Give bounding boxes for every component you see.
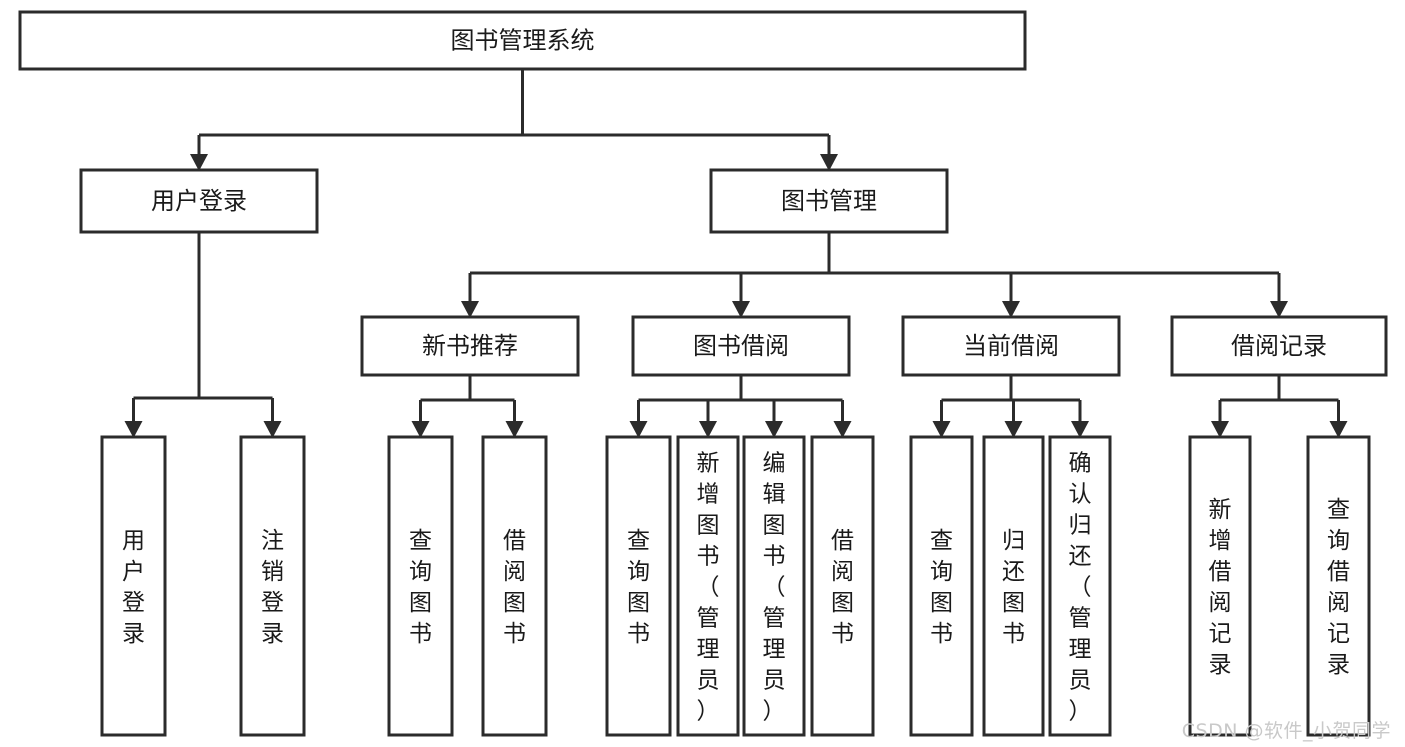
node-label: 注销登录 [261,528,284,647]
arrow-head-icon [1211,421,1229,438]
node-label: 图书管理系统 [451,27,595,55]
arrow-head-icon [1071,421,1089,438]
arrow-head-icon [699,421,717,438]
connector-edges [124,69,1348,438]
arrow-head-icon [1270,301,1288,318]
node-leaf-borrow-book-rec[interactable]: 借阅图书 [481,435,548,737]
node-leaf-confirm-return-admin[interactable]: 确认归还（管理员） [1048,435,1112,737]
node-box [1188,435,1252,737]
node-box [605,435,672,737]
node-label: 图书借阅 [693,332,789,360]
node-box [100,435,167,737]
arrow-head-icon [263,421,282,438]
node-label: 新书推荐 [422,332,518,360]
node-root[interactable]: 图书管理系统 [18,10,1027,71]
node-label: 借阅记录 [1231,332,1327,360]
node-leaf-add-book-admin[interactable]: 新增图书（管理员） [676,435,740,737]
arrow-head-icon [461,301,479,318]
node-user-login[interactable]: 用户登录 [79,168,319,234]
node-label: 图书管理 [781,187,877,215]
node-box [481,435,548,737]
node-leaf-query-book-current[interactable]: 查询图书 [909,435,974,737]
node-box [1048,435,1112,737]
node-leaf-edit-book-admin[interactable]: 编辑图书（管理员） [742,435,806,737]
node-book-manage[interactable]: 图书管理 [709,168,949,234]
node-label: 新增借阅记录 [1209,497,1232,678]
node-label: 用户登录 [122,528,145,647]
node-box [18,10,1027,71]
node-leaf-user-logout[interactable]: 注销登录 [239,435,306,737]
node-box [79,168,319,234]
arrow-head-icon [765,421,783,438]
node-label: 查询图书 [930,528,953,647]
node-label: 归还图书 [1002,528,1025,647]
arrow-head-icon [1002,301,1020,318]
node-leaf-query-book-rec[interactable]: 查询图书 [387,435,454,737]
node-label: 用户登录 [151,187,247,215]
arrow-head-icon [411,421,430,438]
node-box [909,435,974,737]
node-label: 确认归还（管理员） [1069,451,1092,725]
node-box [631,315,851,377]
arrow-head-icon [820,154,838,171]
node-box [239,435,306,737]
arrow-head-icon [732,301,750,318]
arrow-head-icon [1329,421,1348,438]
node-label: 查询借阅记录 [1327,497,1350,678]
node-label: 查询图书 [409,528,432,647]
node-leaf-borrow-book[interactable]: 借阅图书 [810,435,875,737]
node-leaf-add-borrow-record[interactable]: 新增借阅记录 [1188,435,1252,737]
node-box [387,435,454,737]
node-current-borrow[interactable]: 当前借阅 [901,315,1121,377]
node-leaf-query-book-borrow[interactable]: 查询图书 [605,435,672,737]
node-leaf-query-borrow-record[interactable]: 查询借阅记录 [1306,435,1371,737]
node-label: 查询图书 [627,528,650,647]
node-borrow-record[interactable]: 借阅记录 [1170,315,1388,377]
node-leaf-user-login[interactable]: 用户登录 [100,435,167,737]
arrow-head-icon [124,421,143,438]
node-label: 编辑图书（管理员） [763,451,786,725]
node-new-book-rec[interactable]: 新书推荐 [360,315,580,377]
node-box [982,435,1045,737]
node-book-borrow[interactable]: 图书借阅 [631,315,851,377]
node-label: 当前借阅 [963,332,1059,360]
arrow-head-icon [1004,421,1023,438]
node-box [1306,435,1371,737]
arrow-head-icon [190,154,208,171]
node-box [810,435,875,737]
node-box [742,435,806,737]
node-leaf-return-book[interactable]: 归还图书 [982,435,1045,737]
node-label: 新增图书（管理员） [697,451,720,725]
node-label: 借阅图书 [503,528,526,647]
node-box [901,315,1121,377]
arrow-head-icon [932,421,951,438]
arrow-head-icon [833,421,852,438]
arrow-head-icon [505,421,524,438]
diagram-nodes: 图书管理系统用户登录图书管理新书推荐图书借阅当前借阅借阅记录用户登录注销登录查询… [18,10,1388,737]
node-label: 借阅图书 [831,528,854,647]
arrow-head-icon [629,421,648,438]
node-box [360,315,580,377]
node-box [709,168,949,234]
node-box [676,435,740,737]
node-box [1170,315,1388,377]
